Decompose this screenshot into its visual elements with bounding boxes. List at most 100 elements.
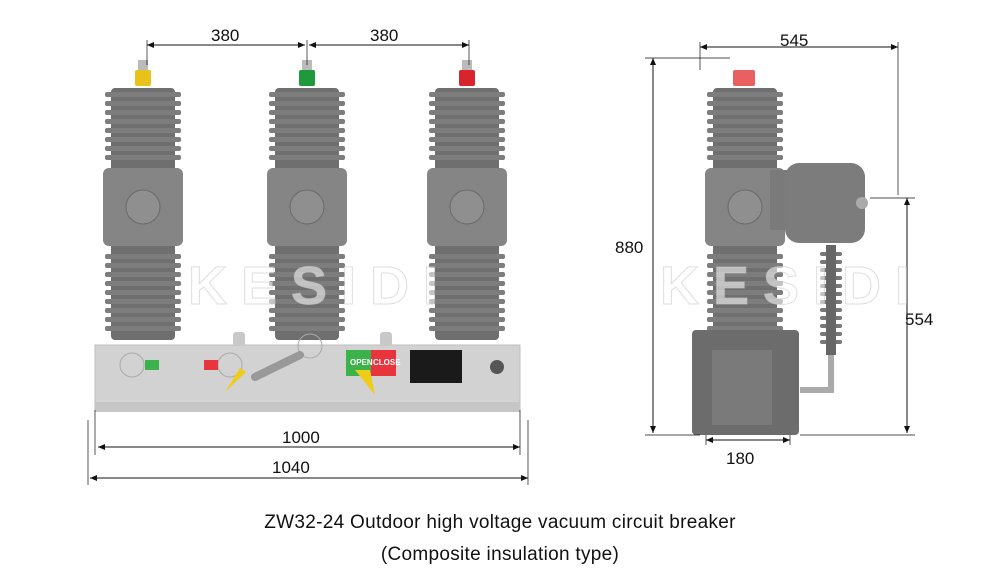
insulator-shed [429,101,505,106]
terminal-pad [138,60,148,78]
insulator-shed [105,263,181,268]
insulator-shed [105,92,181,97]
side-view [692,70,868,435]
insulator-shed [429,119,505,124]
phase-cap [459,70,475,86]
terminal-pad [462,60,472,78]
insulator-shed [707,92,783,97]
dim-inner-width: 1000 [282,428,320,447]
dim-side-depth: 545 [780,31,809,50]
insulator-shed [269,92,345,97]
open-indicator [145,360,159,370]
dim-base-width: 180 [726,449,755,468]
insulator-phase-3 [427,88,507,340]
insulator-shed [105,137,181,142]
insulator-shed [105,101,181,106]
front-view [94,60,521,412]
insulator-shed [429,290,505,295]
insulator-shed [429,299,505,304]
insulator-shed [707,137,783,142]
insulator-shed [269,254,345,259]
insulator-shed [105,128,181,133]
insulator-shed [429,110,505,115]
insulator-shed [429,137,505,142]
dim-mechanism-height: 554 [905,310,934,329]
mechanism-cover [712,350,772,425]
insulator-shed [707,272,783,277]
dim-total-height: 880 [615,238,644,257]
insulator-phase-1 [103,88,183,340]
close-indicator [204,360,218,370]
insulator-shed [105,290,181,295]
insulator-shed [269,308,345,313]
insulator-shed [105,317,181,322]
insulator-shed [429,281,505,286]
watermark-front: KESIDI [187,256,453,317]
phase-cap [135,70,151,86]
insulator-shed [707,146,783,151]
insulator-shed [429,155,505,160]
caption-subtitle: (Composite insulation type) [380,544,620,565]
insulator-shed [707,308,783,313]
insulator-shed [707,263,783,268]
connector-socket [490,360,504,374]
insulator-shed [707,281,783,286]
dim-phase-spacing-2: 380 [370,26,399,45]
terminal-cap [733,70,755,86]
housing-boss [289,189,325,225]
housing-boss [727,189,763,225]
insulator-shed [429,92,505,97]
insulator-shed [105,146,181,151]
dim-overall-width: 1040 [272,458,310,477]
insulator-shed [707,128,783,133]
side-insulator [705,88,785,340]
insulator-shed [429,317,505,322]
insulator-shed [269,290,345,295]
insulator-shed [707,119,783,124]
insulator-shed [269,155,345,160]
insulator-shed [429,254,505,259]
ct-cylinder [785,163,865,243]
housing-boss [449,189,485,225]
insulator-shed [707,155,783,160]
insulator-shed [105,119,181,124]
insulator-shed [105,254,181,259]
insulator-shed [269,263,345,268]
panel-bottom-rail [95,402,520,412]
insulator-phase-2 [267,88,347,340]
watermark-side: KESIDI [659,256,925,317]
lifting-lug [233,332,245,346]
insulator-shed [269,101,345,106]
nameplate [410,350,462,383]
dimension-lines [87,40,915,485]
insulator-shed [105,155,181,160]
insulator-shed [269,128,345,133]
insulator-shed [429,128,505,133]
close-label: CLOSE [373,358,401,367]
dim-phase-spacing-1: 380 [211,26,240,45]
small-insulator-core [826,245,836,355]
insulator-shed [269,137,345,142]
insulator-shed [105,281,181,286]
insulator-shed [269,110,345,115]
insulator-shed [105,110,181,115]
yellow-pointer [225,368,246,392]
insulator-shed [429,272,505,277]
insulator-shed [429,146,505,151]
insulator-shed [707,101,783,106]
insulator-shed [269,146,345,151]
insulator-shed [429,308,505,313]
insulator-shed [707,254,783,259]
phase-cap [299,70,315,86]
terminal-pad [302,60,312,78]
insulator-shed [269,299,345,304]
insulator-shed [105,272,181,277]
insulator-shed [429,326,505,331]
insulator-shed [707,299,783,304]
insulator-shed [105,326,181,331]
insulator-shed [707,326,783,331]
operating-handle [251,351,304,381]
yellow-pointer [355,370,375,395]
housing-boss [125,189,161,225]
